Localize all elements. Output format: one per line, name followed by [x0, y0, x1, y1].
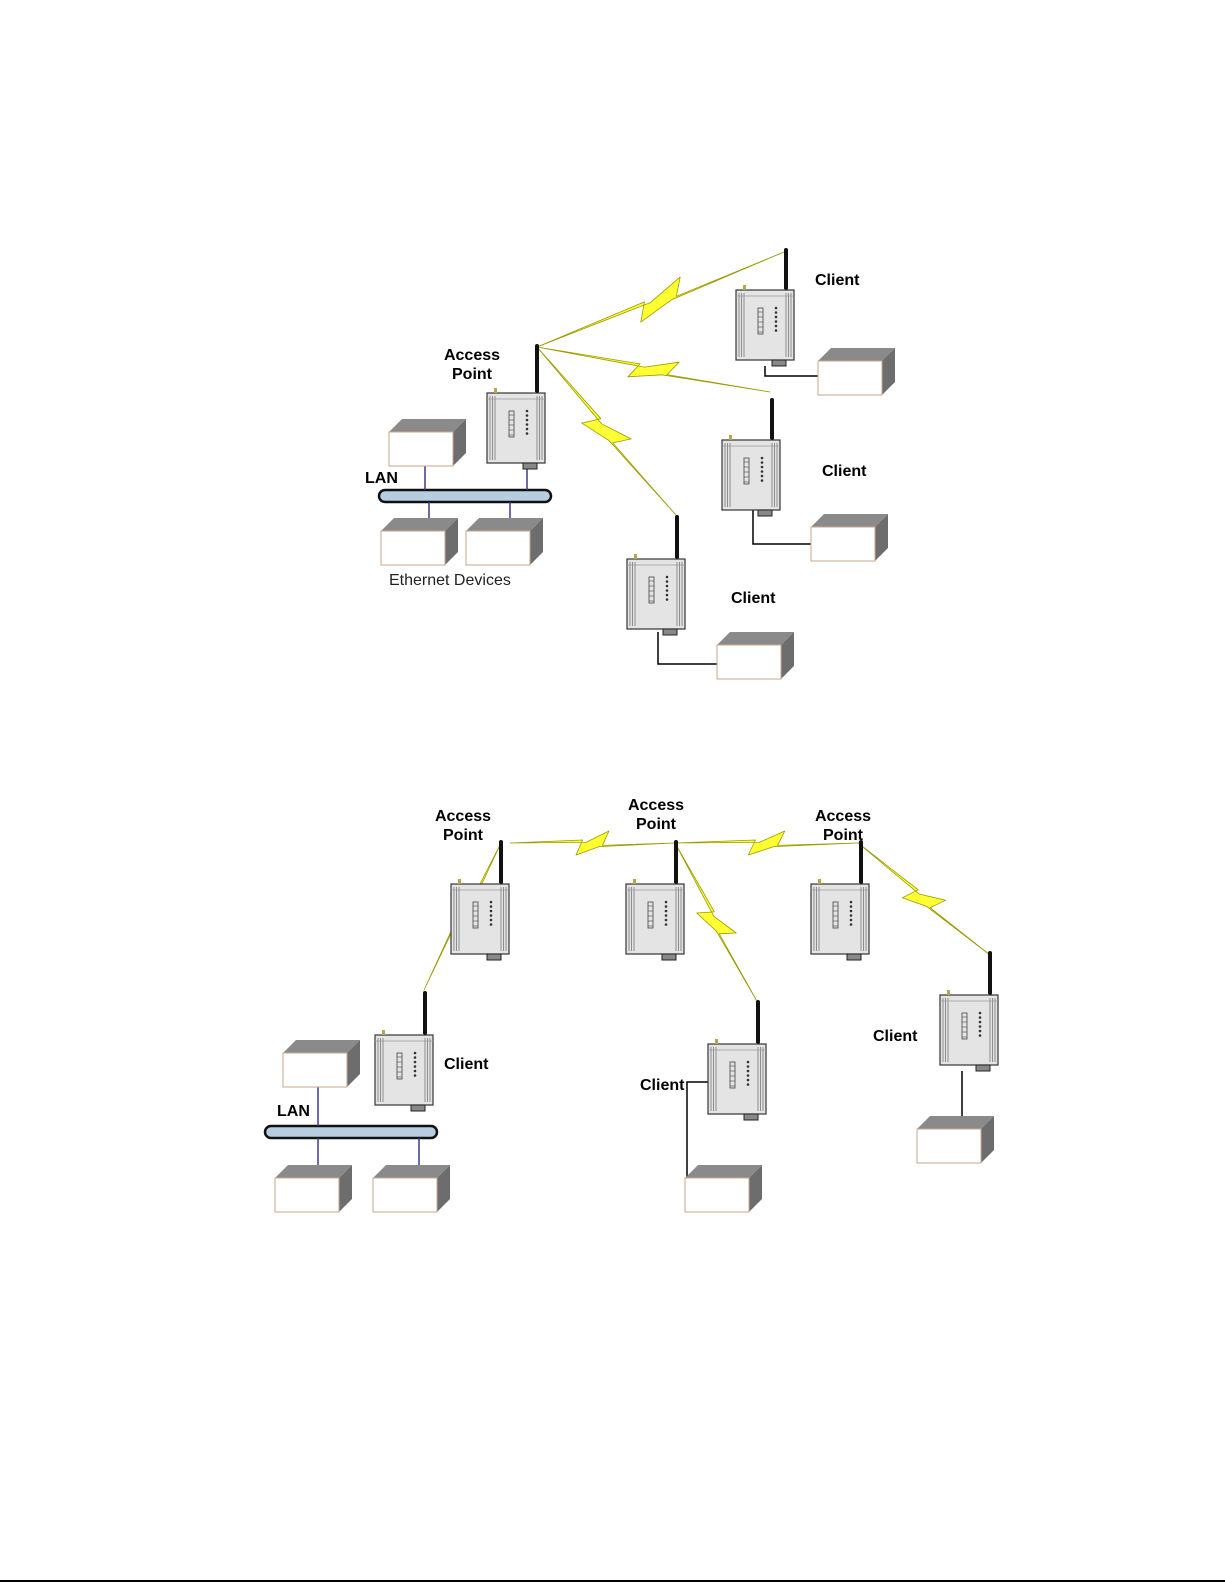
ethernet-device-box-icon — [389, 419, 466, 466]
ethernet-devices-label: Ethernet Devices — [389, 572, 511, 589]
client-label: Client — [444, 1056, 489, 1073]
lan-label: LAN — [365, 470, 398, 487]
client-label: Client — [815, 272, 860, 289]
lightning-link-icon — [858, 843, 990, 955]
page-bottom-rule — [0, 1580, 1225, 1582]
ethernet-device-box-icon — [283, 1040, 360, 1087]
lan-label: LAN — [277, 1103, 310, 1120]
radio-modem-icon — [708, 1002, 766, 1120]
radio-modem-icon — [627, 517, 685, 635]
ethernet-device-box-icon — [381, 518, 458, 565]
radio-modem-icon — [626, 842, 684, 960]
wired-connections — [265, 366, 962, 1178]
lightning-link-icon — [510, 831, 675, 855]
radio-modem-icon — [722, 400, 780, 516]
access-point-label-line2: Point — [636, 816, 677, 833]
radio-modem-icon — [375, 993, 433, 1111]
lightning-link-icon — [537, 347, 770, 392]
radio-modem-icon — [940, 953, 998, 1071]
access-point-label-line2: Point — [823, 827, 864, 844]
ethernet-device-box-icon — [373, 1165, 450, 1212]
ethernet-device-box-icon — [818, 348, 895, 395]
lan-bus-icon — [265, 1126, 437, 1138]
client-label: Client — [822, 463, 867, 480]
radio-modem-icon — [487, 346, 545, 469]
access-point-label-line2: Point — [452, 366, 493, 383]
access-point-label: Access — [435, 808, 491, 825]
ethernet-device-box-icon — [685, 1165, 762, 1212]
ethernet-device-box-icon — [275, 1165, 352, 1212]
ethernet-device-box-icon — [466, 518, 543, 565]
client-label: Client — [731, 590, 776, 607]
client-label: Client — [640, 1077, 685, 1094]
client-label: Client — [873, 1028, 918, 1045]
radio-modem-icon — [451, 842, 509, 960]
lan-bus-icon — [379, 490, 551, 502]
radio-modem-icon — [736, 250, 794, 366]
access-point-label-line2: Point — [443, 827, 484, 844]
access-point-label: Access — [628, 797, 684, 814]
ethernet-device-box-icon — [917, 1116, 994, 1163]
lightning-link-icon — [675, 843, 758, 1003]
ethernet-device-box-icon — [811, 514, 888, 561]
radio-modem-icon — [811, 842, 869, 960]
access-point-label: Access — [815, 808, 871, 825]
access-point-label: Access — [444, 347, 500, 364]
ethernet-device-box-icon — [717, 632, 794, 679]
